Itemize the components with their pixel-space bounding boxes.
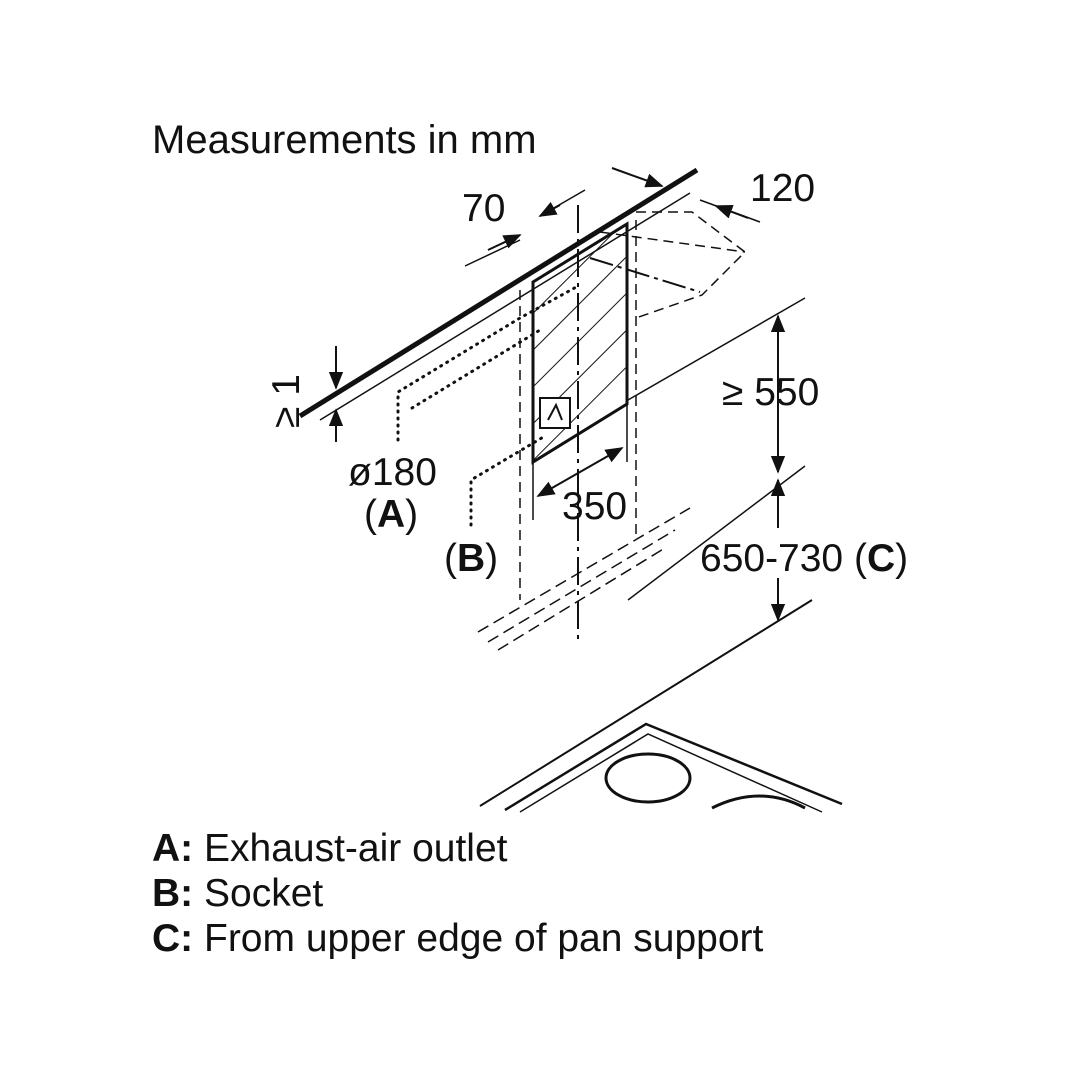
wall-upper-edge	[298, 167, 699, 419]
outlet-diameter-label: ø180	[348, 451, 437, 494]
dim-120-label: 120	[750, 167, 816, 210]
marker-a: (A)	[364, 493, 419, 536]
hob-ring-front	[604, 752, 692, 804]
dim-350-arrow	[536, 447, 624, 497]
legend-item-c: C: From upper edge of pan support	[152, 917, 764, 960]
dim-120-arrow-left	[611, 167, 664, 188]
legend: A: Exhaust-air outlet B: Socket C: From …	[152, 826, 763, 961]
outlet-leader	[396, 284, 580, 442]
hob-ring-rear	[711, 794, 806, 810]
socket-leader	[469, 434, 547, 527]
cooktop-outline	[504, 722, 843, 812]
dim-70-label: 70	[462, 187, 506, 230]
page-title: Measurements in mm	[152, 118, 537, 162]
dim-min1-label: ≥ 1	[265, 374, 308, 428]
dim-70-arrow-left	[487, 234, 522, 251]
dim-650-730-label: 650-730 (C)	[700, 537, 909, 580]
legend-item-b: B: Socket	[152, 872, 324, 915]
socket-box	[539, 397, 571, 429]
chimney-top-outline	[635, 211, 747, 319]
dim-350-label: 350	[562, 485, 628, 528]
legend-item-a: A: Exhaust-air outlet	[152, 827, 508, 870]
dim-min550-label: ≥ 550	[722, 371, 820, 414]
worktop-edge	[479, 599, 813, 807]
marker-b: (B)	[444, 537, 499, 580]
